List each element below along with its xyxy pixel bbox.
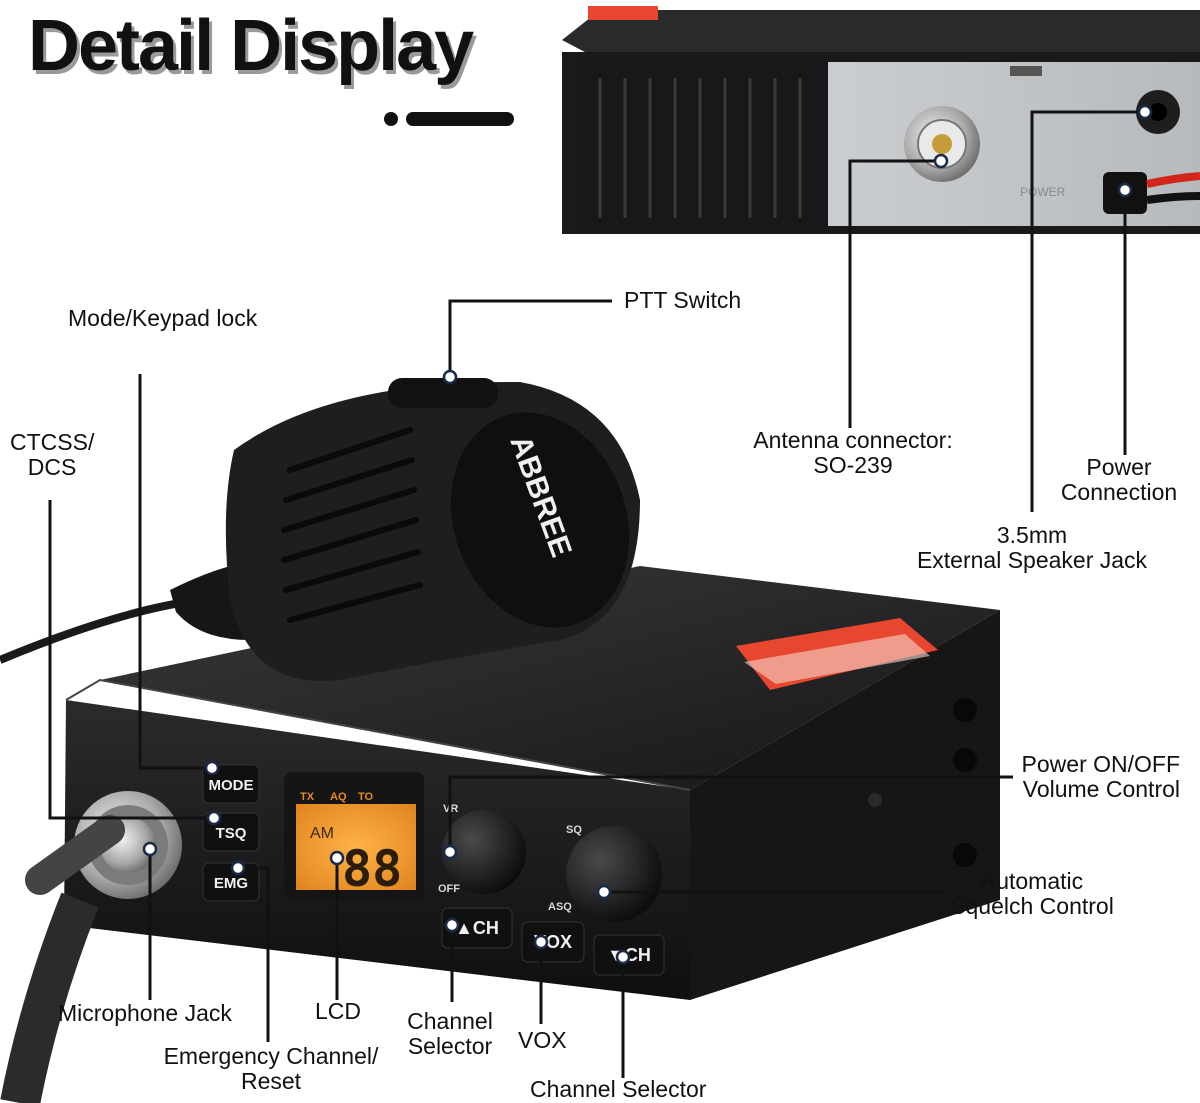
lcd-digits: 88 — [342, 840, 402, 898]
label-power-volume-line1: Power ON/OFF — [1021, 751, 1180, 777]
label-ctcss-dcs-line2: DCS — [27, 454, 77, 480]
tsq-button-label: TSQ — [216, 825, 247, 842]
off-label: OFF — [438, 883, 460, 895]
rear-sticker — [588, 6, 658, 20]
lcd-mode: AM — [310, 825, 334, 842]
front-buttons — [202, 764, 665, 976]
callout-dots — [142, 104, 1153, 965]
ch-up-button-label: ▲CH — [455, 918, 499, 938]
label-vox: VOX — [518, 1027, 567, 1053]
speaker-jack-callout — [1030, 110, 1145, 512]
label-channel-selector-bottom: Channel Selector — [530, 1076, 707, 1102]
label-lcd: LCD — [315, 998, 362, 1024]
label-antenna-connector: Antenna connector: SO-239 — [748, 428, 958, 478]
ctcss-callout — [48, 500, 214, 820]
label-squelch-line1: Automatic — [980, 868, 1084, 894]
heat-sink — [578, 62, 828, 226]
ptt-switch-button — [388, 378, 498, 408]
label-emergency-line1: Emergency Channel/ — [163, 1043, 379, 1069]
label-channel-selector-left: Channel Selector — [398, 1009, 502, 1059]
label-squelch-line2: Squelch Control — [950, 893, 1114, 919]
label-speaker-jack-line2: External Speaker Jack — [916, 547, 1148, 573]
volume-callout — [448, 775, 1013, 852]
volume-knob — [442, 810, 526, 894]
label-power-connection: Power Connection — [1054, 455, 1184, 505]
label-speaker-jack-line1: 3.5mm — [996, 522, 1068, 548]
label-power-volume-line2: Volume Control — [1022, 776, 1180, 802]
rear-panel: POWER — [562, 6, 1200, 234]
label-channel-selector-left-line1: Channel — [407, 1008, 493, 1034]
title-decoration-dot — [384, 112, 398, 126]
knobs — [442, 810, 662, 922]
label-emergency-line2: Reset — [240, 1068, 302, 1094]
emg-button-label: EMG — [214, 875, 248, 892]
mode-button-label: MODE — [209, 777, 254, 794]
sq-label: SQ — [566, 824, 582, 836]
squelch-knob — [566, 826, 662, 922]
mode-callout — [138, 374, 212, 770]
label-power-volume: Power ON/OFF Volume Control — [1010, 752, 1180, 802]
lcd-indicator-to: TO — [358, 791, 374, 803]
page-title: Detail Display — [28, 6, 474, 86]
label-channel-selector-left-line2: Selector — [407, 1033, 493, 1059]
label-emergency-channel: Emergency Channel/ Reset — [158, 1044, 384, 1094]
asq-label: ASQ — [548, 901, 572, 913]
label-ctcss-dcs-line1: CTCSS/ — [10, 429, 95, 455]
lcd-indicator-tx: TX — [300, 791, 315, 803]
label-ptt-switch: PTT Switch — [624, 287, 742, 313]
antenna-callout — [848, 159, 941, 428]
microphone: ABBREE — [0, 378, 641, 681]
lcd-screen: TX AQ TO AM 88 — [284, 772, 424, 900]
lcd-indicator-aq: AQ — [330, 791, 347, 803]
svg-text:POWER: POWER — [1020, 185, 1066, 199]
ptt-callout — [448, 299, 612, 376]
title-decoration-bar — [406, 112, 514, 126]
emergency-callout — [238, 866, 270, 1042]
label-power-connection-line2: Connection — [1060, 479, 1178, 505]
callout-lines — [48, 110, 1145, 1078]
label-power-connection-line1: Power — [1086, 454, 1152, 480]
label-squelch: Automatic Squelch Control — [944, 869, 1120, 919]
label-microphone-jack: Microphone Jack — [58, 1000, 232, 1026]
label-ctcss-dcs: CTCSS/ DCS — [10, 430, 94, 480]
label-speaker-jack: 3.5mm External Speaker Jack — [900, 523, 1164, 573]
label-mode-keypad-lock: Mode/Keypad lock — [68, 305, 258, 331]
label-antenna-line1: Antenna connector: — [753, 427, 953, 453]
label-antenna-line2: SO-239 — [813, 452, 893, 478]
